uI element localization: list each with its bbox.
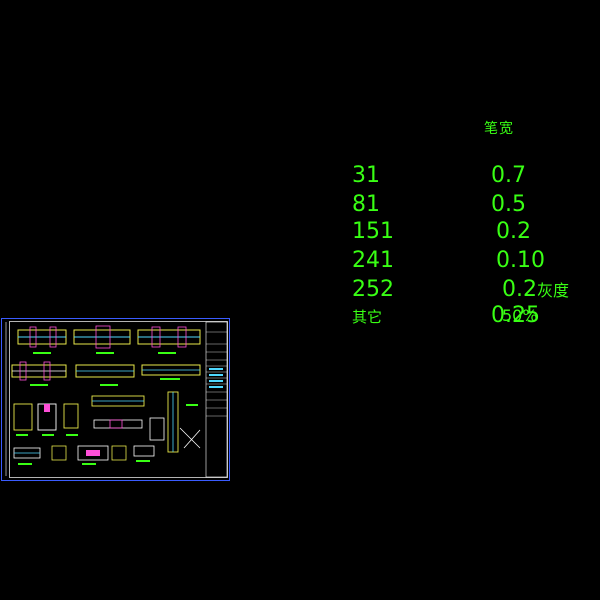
beam-elevation-row1 — [17, 325, 201, 354]
pen-width-value: 0.2 — [502, 277, 537, 302]
beam-elevation-row2 — [11, 361, 201, 386]
detail-sections-row4 — [13, 445, 155, 465]
pen-code: 其它 — [352, 308, 383, 326]
pen-code: 151 — [352, 219, 394, 244]
pen-row-241: 241 0.10 — [352, 248, 600, 274]
pen-code: 241 — [352, 248, 394, 273]
pen-row-81: 81 0.5 — [352, 192, 600, 218]
sheet-inner-frame — [9, 321, 228, 478]
pen-width-title: 笔宽 — [484, 121, 514, 137]
pen-width: 0.5 — [491, 192, 526, 217]
pen-row-151: 151 0.2 — [352, 219, 600, 245]
pen-width: 0.7 — [491, 163, 526, 188]
pen-width: 0.2 — [496, 219, 531, 244]
pen-row-other: 其它 0.25 — [352, 303, 600, 329]
pen-width: 0.25 — [491, 303, 540, 328]
title-block — [205, 321, 228, 478]
pen-row-31: 31 0.7 — [352, 163, 600, 189]
detail-sections-row3 — [13, 391, 201, 453]
pen-width: 0.2灰度50% — [502, 277, 600, 327]
title-block-cyan-text — [209, 368, 223, 388]
pen-code: 252 — [352, 277, 394, 302]
pen-width: 0.10 — [496, 248, 545, 273]
sheet-outer-frame — [1, 318, 230, 481]
title-block-rows — [206, 331, 227, 417]
pen-code: 81 — [352, 192, 380, 217]
pen-row-252: 252 0.2灰度50% — [352, 277, 600, 325]
gray-note: 灰度50% — [502, 281, 570, 325]
pen-code: 31 — [352, 163, 380, 188]
